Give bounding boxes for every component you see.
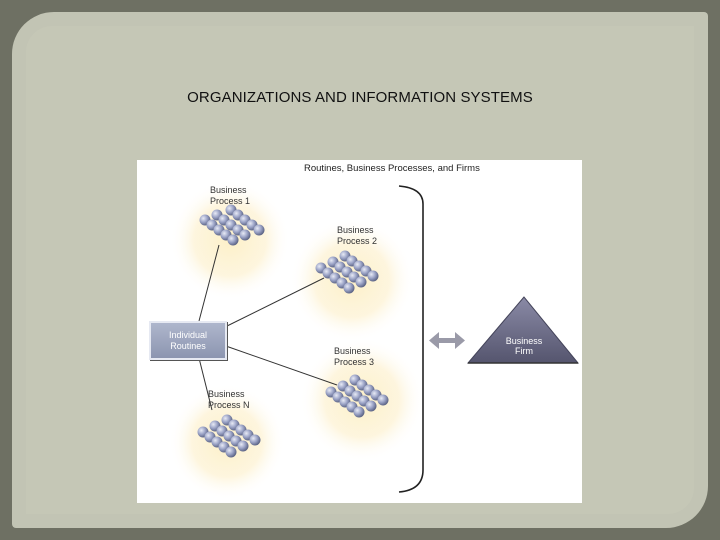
- process-1-spheres: [199, 204, 265, 246]
- line-to-process-2: [222, 277, 325, 329]
- slide-title: ORGANIZATIONS AND INFORMATION SYSTEMS: [187, 89, 533, 106]
- grouping-bracket: [398, 185, 424, 493]
- process-1-label: Business Process 1: [210, 185, 251, 206]
- figure-caption: Routines, Business Processes, and Firms: [304, 163, 480, 174]
- line-to-process-1: [198, 244, 220, 322]
- connector-lines: [198, 244, 338, 411]
- process-3-spheres: [325, 374, 389, 418]
- process-n-label: Business Process N: [208, 389, 250, 410]
- figure-diagram: [169, 180, 580, 500]
- process-2-spheres: [315, 250, 379, 294]
- process-3-label: Business Process 3: [334, 346, 375, 367]
- individual-routines-box: Individual Routines: [149, 321, 227, 360]
- line-to-process-3: [222, 344, 338, 386]
- line-to-process-n: [198, 357, 213, 411]
- process-2-label: Business Process 2: [337, 225, 378, 246]
- figure: Routines, Business Processes, and Firms …: [137, 160, 582, 503]
- business-firm-label: Business Firm: [505, 336, 543, 356]
- double-arrow-icon: [429, 332, 465, 349]
- process-n-glow: [169, 384, 285, 500]
- process-n-spheres: [197, 414, 261, 458]
